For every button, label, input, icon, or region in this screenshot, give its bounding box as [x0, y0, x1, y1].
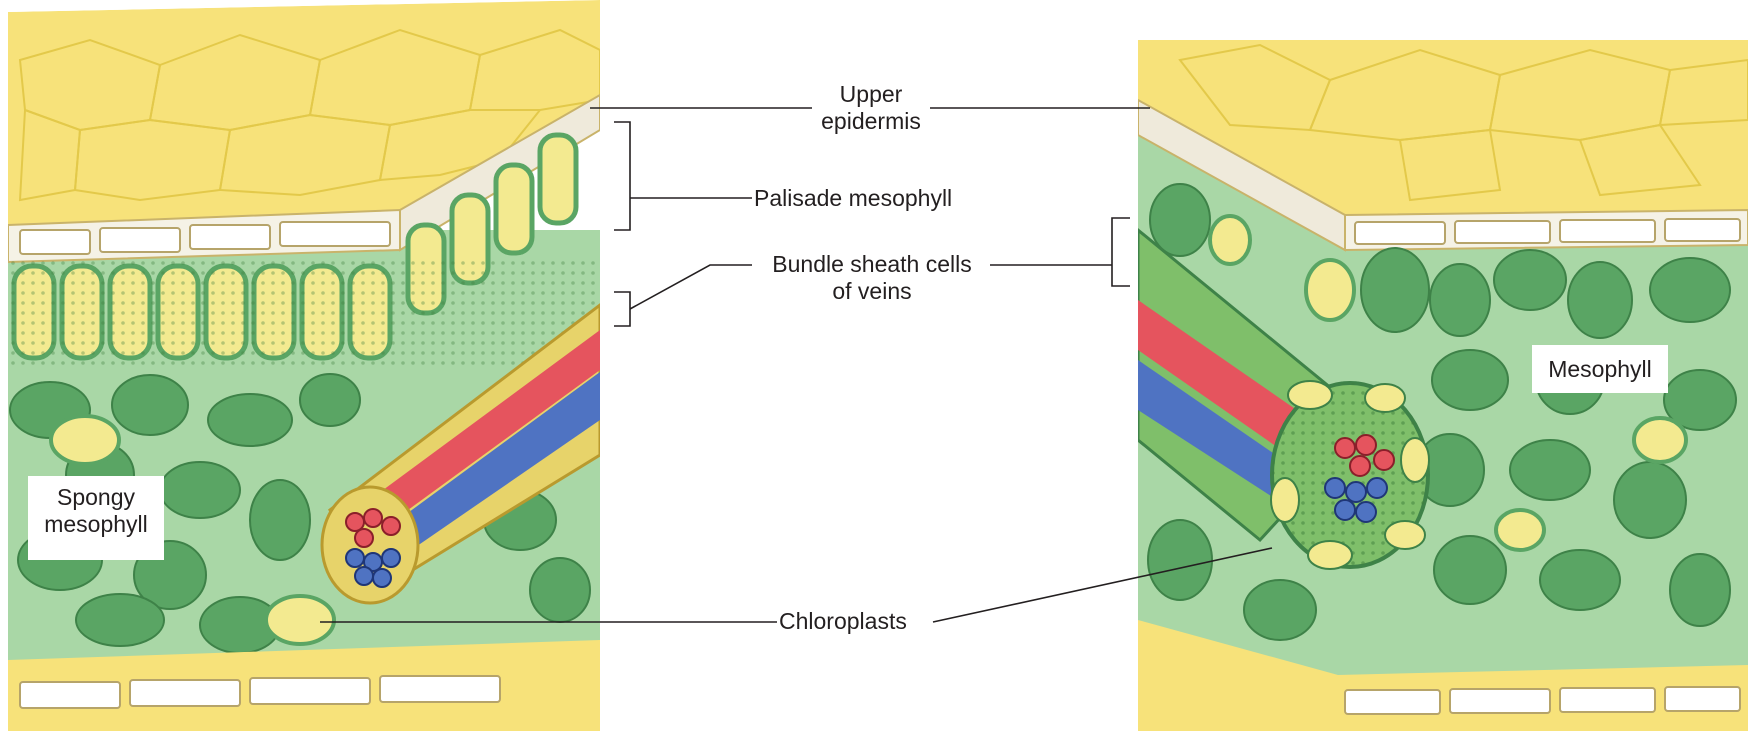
label-spongy-mesophyll-line2: mesophyll — [28, 511, 164, 538]
label-upper-epidermis-line1: Upper — [808, 81, 934, 108]
bracket-sheath-left — [614, 292, 630, 326]
label-spongy-mesophyll: Spongy mesophyll — [28, 476, 164, 560]
label-spongy-mesophyll-line1: Spongy — [28, 484, 164, 511]
left-spongy-cell-pale — [51, 416, 119, 464]
right-lower-epidermis-cells — [1345, 687, 1740, 714]
bracket-sheath-right — [1112, 218, 1130, 286]
label-upper-epidermis: Upper epidermis — [808, 81, 934, 135]
bracket-palisade — [614, 122, 630, 230]
label-chloroplasts: Chloroplasts — [779, 608, 907, 635]
label-bundle-sheath: Bundle sheath cells of veins — [756, 251, 988, 305]
label-upper-epidermis-line2: epidermis — [808, 108, 934, 135]
right-epidermis-side-cells — [1355, 219, 1740, 244]
label-palisade-mesophyll: Palisade mesophyll — [754, 185, 952, 212]
label-bundle-sheath-line2: of veins — [756, 278, 988, 305]
label-bundle-sheath-line1: Bundle sheath cells — [756, 251, 988, 278]
left-spongy-cell-pale — [266, 596, 334, 644]
leader-sheath-left — [630, 265, 752, 309]
label-mesophyll: Mesophyll — [1532, 345, 1668, 393]
